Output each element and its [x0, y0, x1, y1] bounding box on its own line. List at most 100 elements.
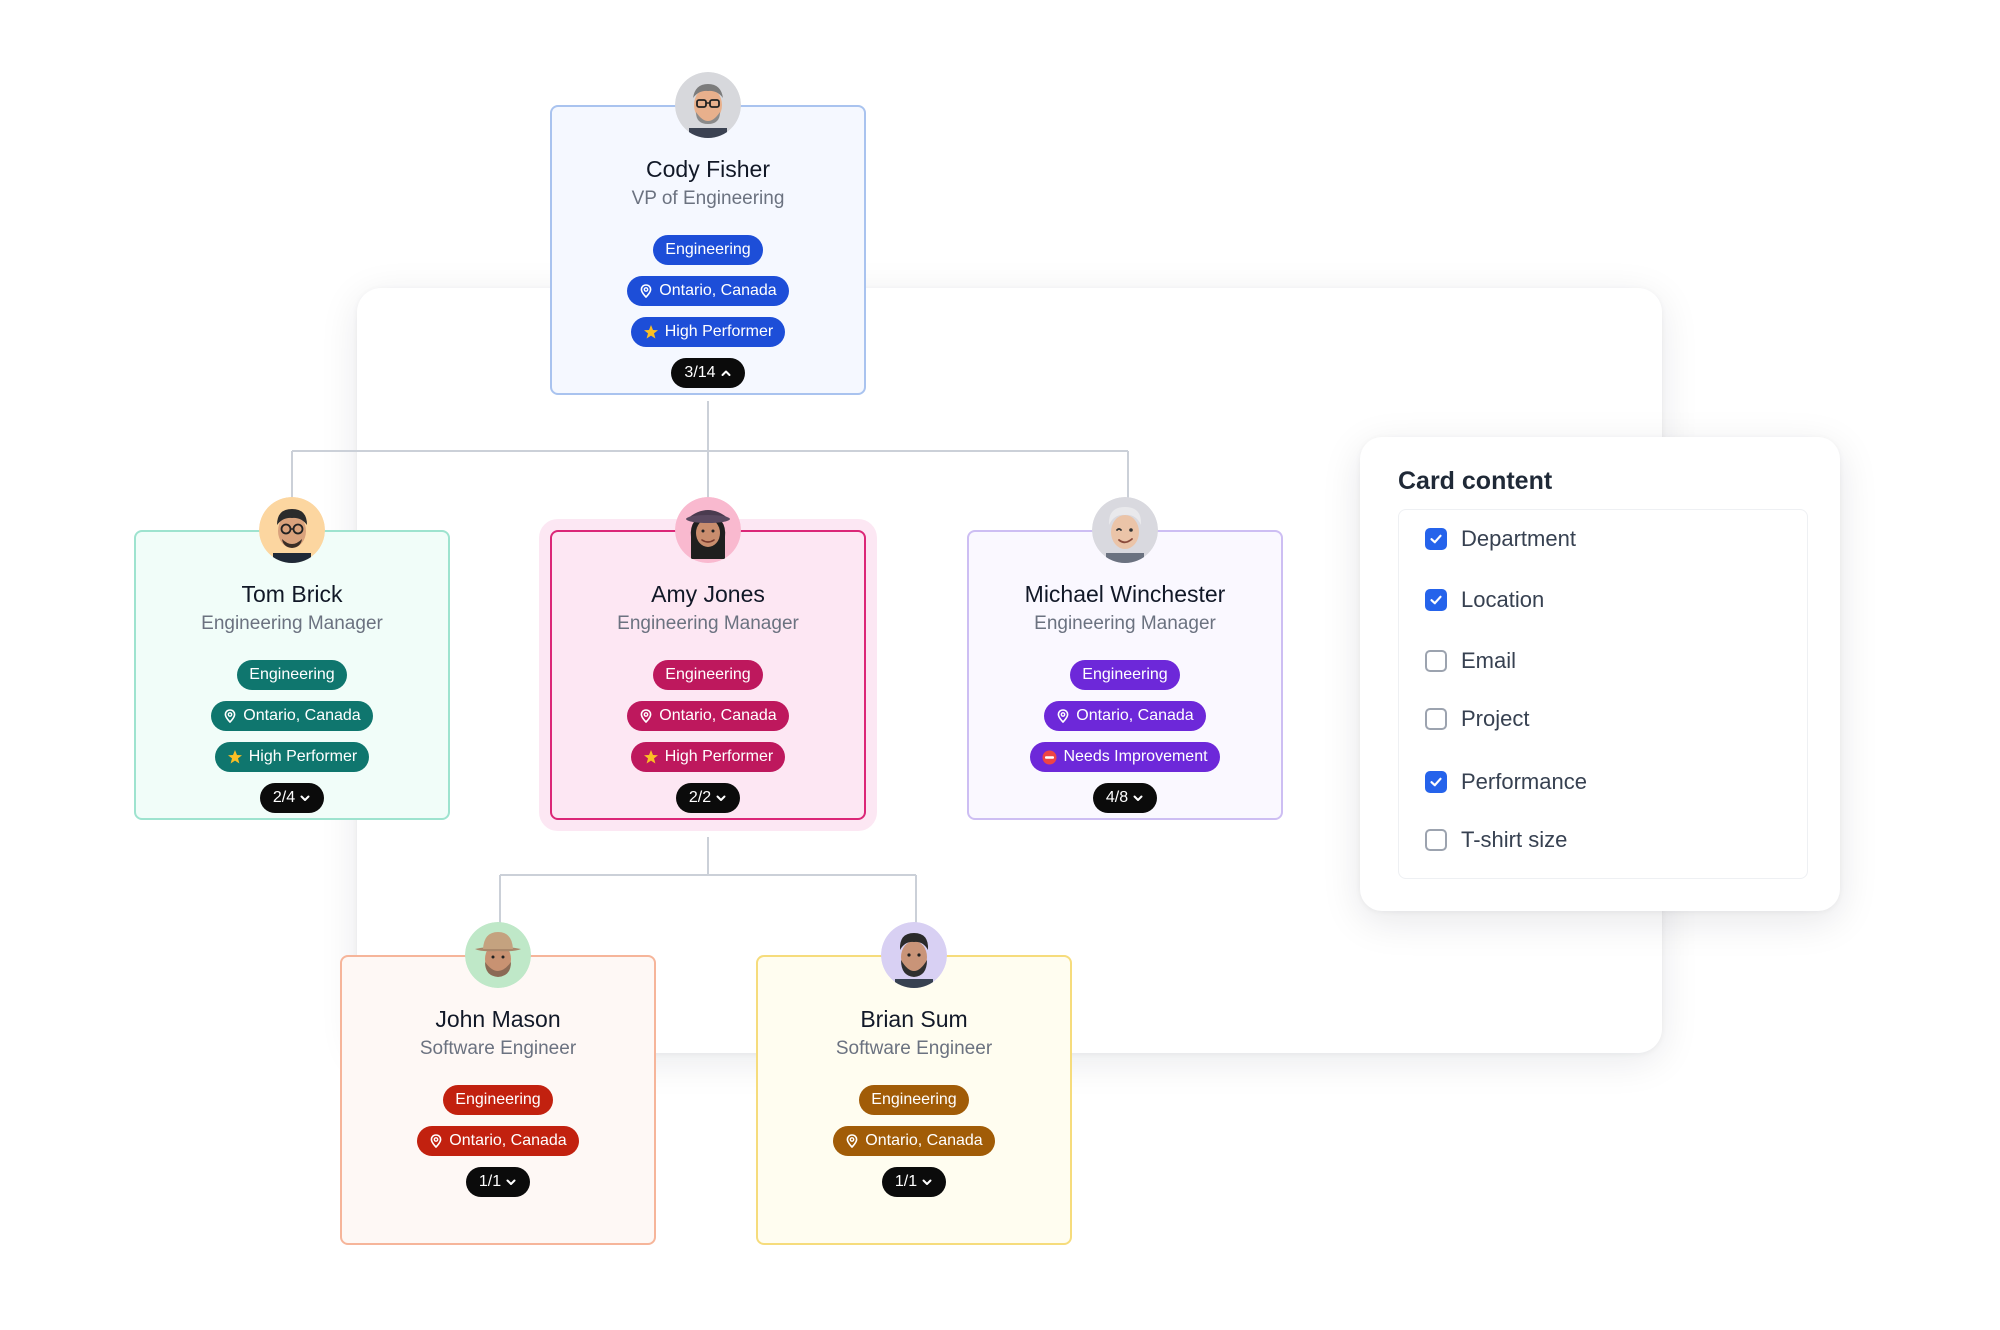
location-badge: Ontario, Canada	[211, 701, 373, 731]
location-label: Ontario, Canada	[449, 1132, 567, 1149]
performance-label: High Performer	[664, 748, 774, 765]
performance-badge: High Performer	[214, 742, 370, 772]
avatar	[1092, 497, 1158, 563]
department-badge: Engineering	[859, 1085, 969, 1115]
expand-toggle[interactable]: 1/1	[465, 1167, 531, 1197]
chevron-down-icon	[922, 1179, 932, 1185]
employee-title: Software Engineer	[835, 1038, 993, 1059]
location-label: Ontario, Canada	[659, 707, 777, 724]
option-label: Performance	[1461, 769, 1587, 794]
option-label: Department	[1461, 526, 1576, 551]
department-label: Engineering	[665, 241, 751, 258]
avatar-memoji-icon	[1092, 497, 1158, 563]
chevron-down-icon	[300, 795, 310, 801]
department-label: Engineering	[871, 1091, 957, 1108]
checkmark-icon	[1430, 777, 1442, 787]
department-label: Engineering	[249, 666, 335, 683]
option-email[interactable]: Email	[1425, 646, 1516, 676]
report-count: 2/2	[688, 789, 712, 806]
location-badge: Ontario, Canada	[833, 1126, 995, 1156]
checkbox-checked[interactable]	[1425, 528, 1447, 550]
avatar-memoji-icon	[881, 922, 947, 988]
employee-card-john-mason[interactable]: John Mason Software Engineer Engineering…	[340, 922, 656, 1245]
avatar	[465, 922, 531, 988]
option-project[interactable]: Project	[1425, 704, 1529, 734]
employee-card-brian-sum[interactable]: Brian Sum Software Engineer Engineering …	[756, 922, 1072, 1245]
expand-toggle[interactable]: 1/1	[881, 1167, 947, 1197]
performance-badge: High Performer	[630, 317, 786, 347]
avatar	[881, 922, 947, 988]
option-location[interactable]: Location	[1425, 585, 1544, 615]
report-count: 1/1	[478, 1173, 502, 1190]
location-badge: Ontario, Canada	[627, 701, 789, 731]
option-label: Project	[1461, 706, 1530, 731]
employee-card-cody-fisher[interactable]: Cody Fisher VP of Engineering Engineerin…	[550, 72, 866, 395]
star-icon	[227, 750, 242, 764]
location-label: Ontario, Canada	[1076, 707, 1194, 724]
option-department[interactable]: Department	[1425, 524, 1576, 554]
avatar-memoji-icon	[465, 922, 531, 988]
checkbox-checked[interactable]	[1425, 589, 1447, 611]
report-count: 4/8	[1105, 789, 1129, 806]
employee-name: Amy Jones	[651, 581, 765, 607]
performance-badge: Needs Improvement	[1030, 742, 1220, 772]
employee-title: VP of Engineering	[631, 188, 785, 209]
checkbox-unchecked[interactable]	[1425, 650, 1447, 672]
location-badge: Ontario, Canada	[627, 276, 789, 306]
option-label: Email	[1461, 648, 1517, 673]
checkbox-checked[interactable]	[1425, 771, 1447, 793]
chevron-down-icon	[506, 1179, 516, 1185]
employee-card-amy-jones[interactable]: Amy Jones Engineering Manager Engineerin…	[550, 497, 866, 820]
card-content-options: Department Location Email Project Perfor…	[1398, 509, 1808, 879]
map-pin-icon	[640, 709, 652, 723]
avatar	[675, 72, 741, 138]
department-badge: Engineering	[237, 660, 347, 690]
expand-toggle[interactable]: 3/14	[671, 358, 745, 388]
map-pin-icon	[1057, 709, 1069, 723]
card-content-panel: Card content Department Location Email P…	[1360, 437, 1840, 911]
employee-card-tom-brick[interactable]: Tom Brick Engineering Manager Engineerin…	[134, 497, 450, 820]
option-label: T-shirt size	[1461, 827, 1568, 852]
checkmark-icon	[1430, 595, 1442, 605]
department-label: Engineering	[455, 1091, 541, 1108]
checkbox-unchecked[interactable]	[1425, 708, 1447, 730]
chevron-down-icon	[716, 795, 726, 801]
checkbox-unchecked[interactable]	[1425, 829, 1447, 851]
employee-name: Michael Winchester	[1024, 581, 1226, 607]
option-label: Location	[1461, 587, 1545, 612]
avatar	[675, 497, 741, 563]
report-count: 1/1	[894, 1173, 918, 1190]
employee-name: Cody Fisher	[646, 156, 770, 182]
employee-title: Software Engineer	[419, 1038, 577, 1059]
chevron-down-icon	[1133, 795, 1143, 801]
department-badge: Engineering	[1070, 660, 1180, 690]
employee-name: John Mason	[435, 1006, 561, 1032]
department-badge: Engineering	[443, 1085, 553, 1115]
report-count: 2/4	[272, 789, 296, 806]
option-tshirt-size[interactable]: T-shirt size	[1425, 825, 1567, 855]
expand-toggle[interactable]: 2/4	[259, 783, 325, 813]
location-badge: Ontario, Canada	[1044, 701, 1206, 731]
no-entry-icon	[1042, 750, 1057, 764]
map-pin-icon	[846, 1134, 858, 1148]
performance-badge: High Performer	[630, 742, 786, 772]
department-label: Engineering	[665, 666, 751, 683]
map-pin-icon	[430, 1134, 442, 1148]
performance-label: High Performer	[664, 323, 774, 340]
map-pin-icon	[224, 709, 236, 723]
avatar	[259, 497, 325, 563]
employee-title: Engineering Manager	[201, 613, 383, 634]
avatar-memoji-icon	[259, 497, 325, 563]
expand-toggle[interactable]: 2/2	[675, 783, 741, 813]
performance-label: Needs Improvement	[1063, 748, 1208, 765]
panel-title: Card content	[1398, 467, 1553, 495]
location-badge: Ontario, Canada	[417, 1126, 579, 1156]
star-icon	[643, 325, 658, 339]
location-label: Ontario, Canada	[865, 1132, 983, 1149]
employee-card-michael-winchester[interactable]: Michael Winchester Engineering Manager E…	[967, 497, 1283, 820]
department-badge: Engineering	[653, 660, 763, 690]
expand-toggle[interactable]: 4/8	[1092, 783, 1158, 813]
option-performance[interactable]: Performance	[1425, 767, 1587, 797]
employee-name: Brian Sum	[860, 1006, 968, 1032]
map-pin-icon	[640, 284, 652, 298]
